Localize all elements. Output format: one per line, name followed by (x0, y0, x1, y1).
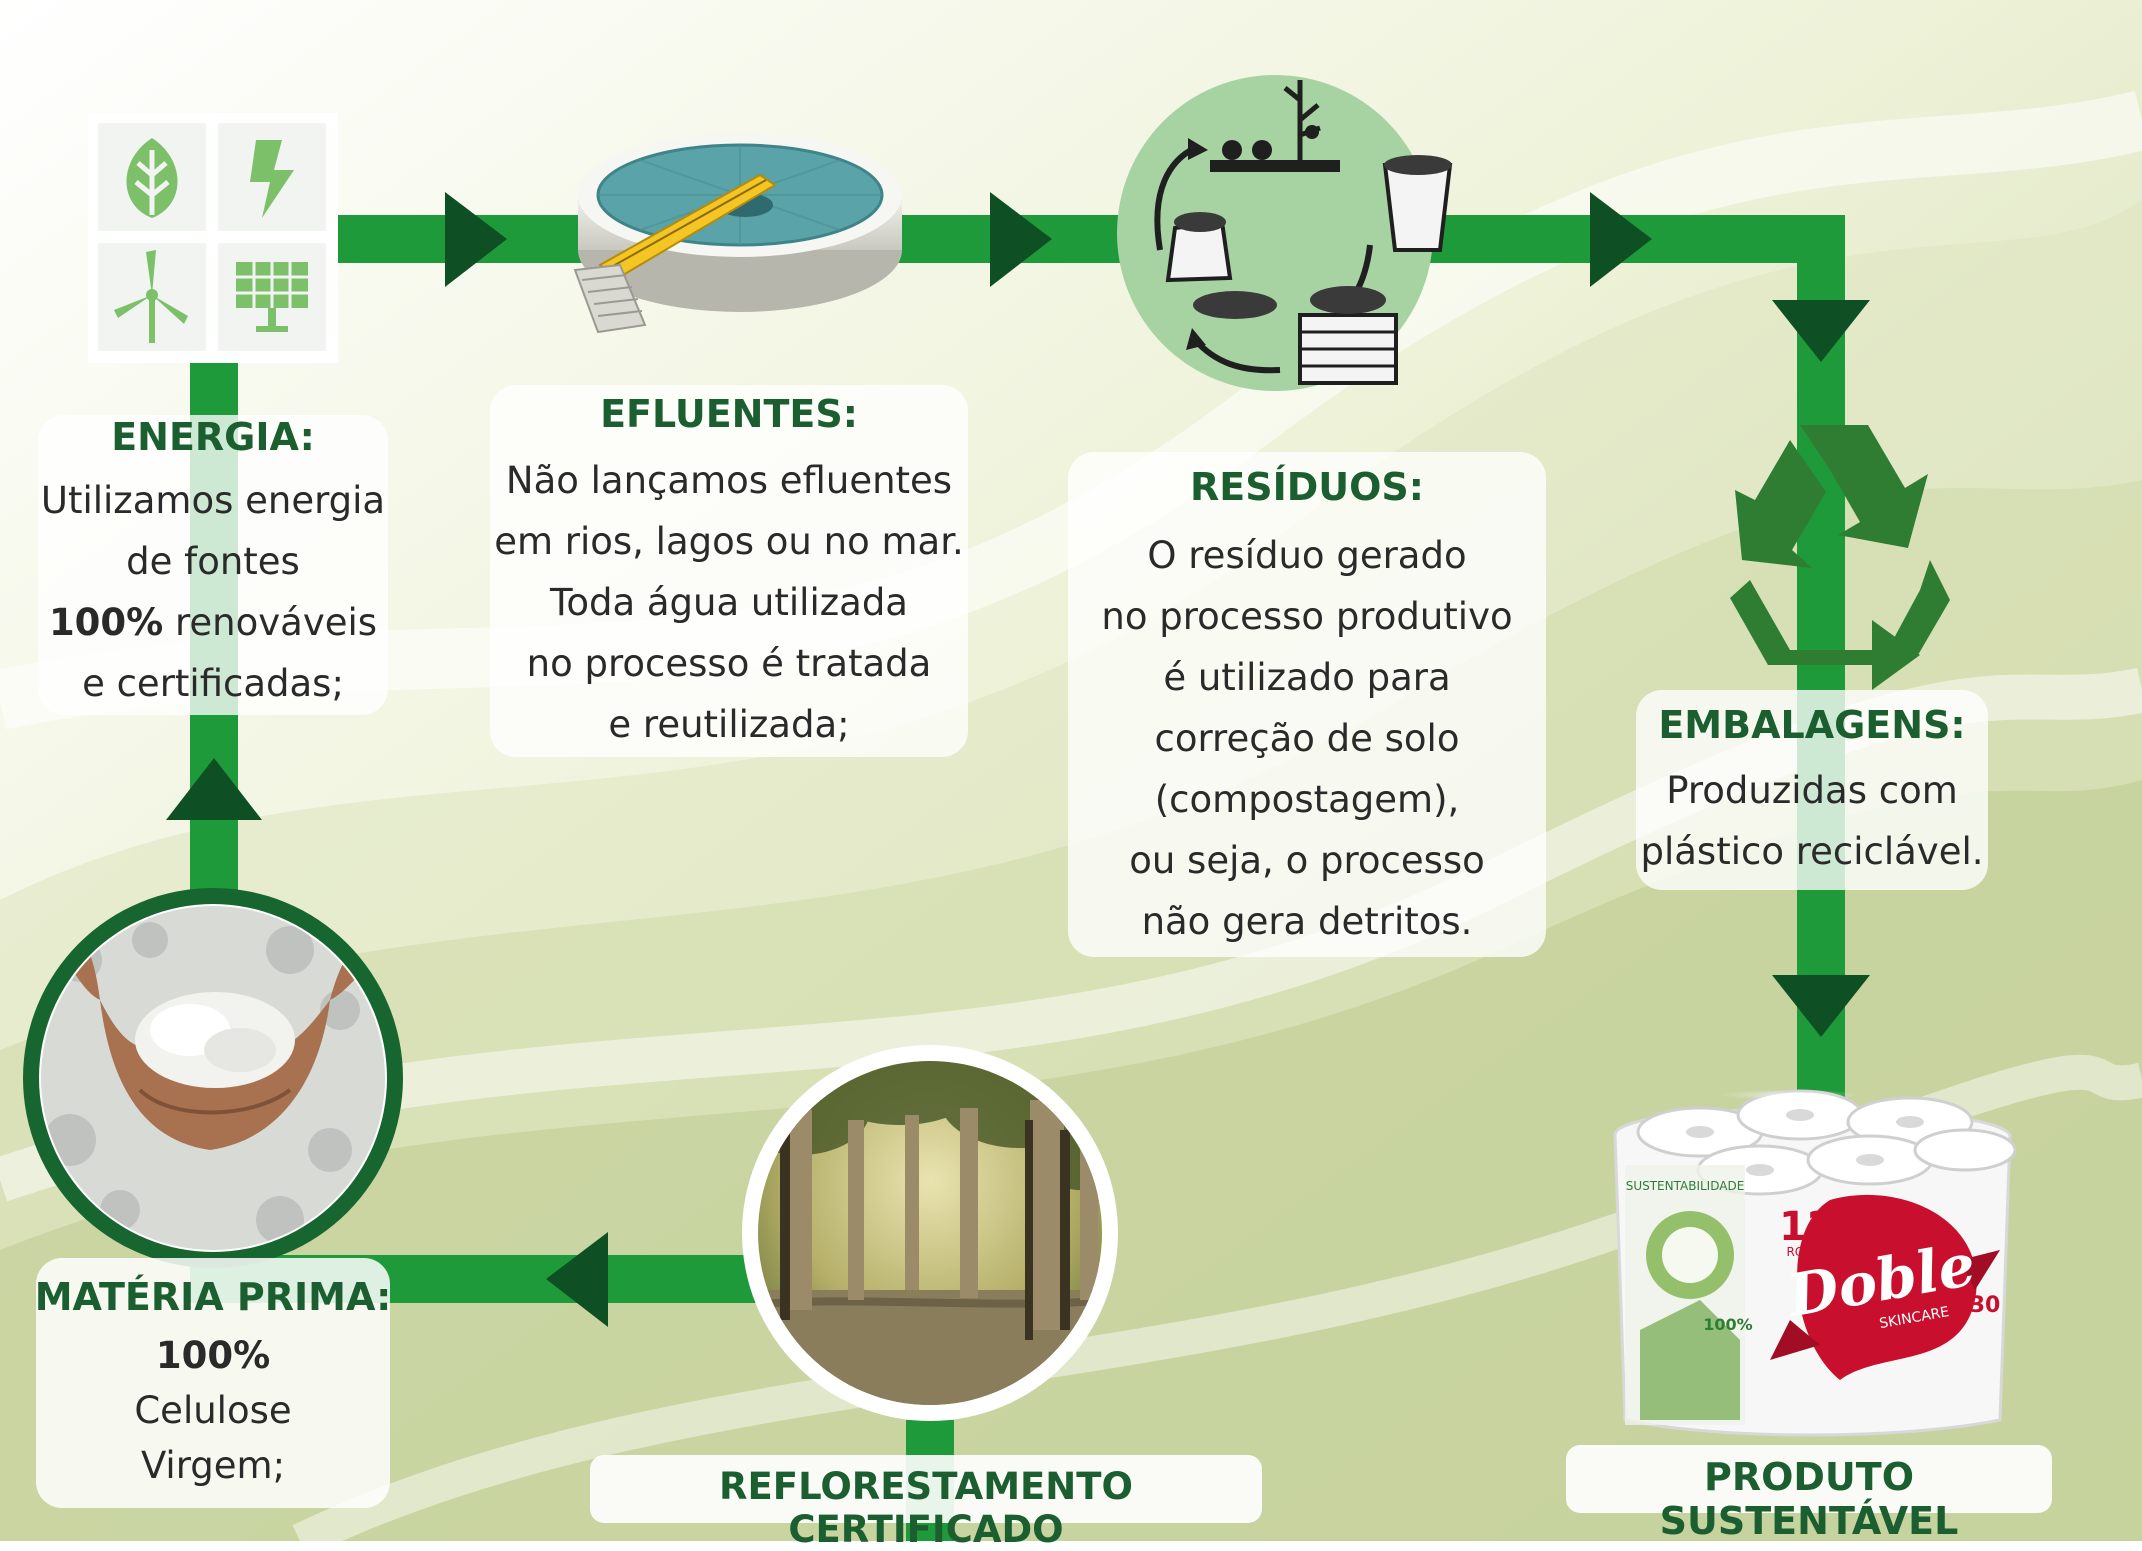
lightning-icon (250, 140, 294, 218)
arrow-down-1 (1772, 300, 1870, 362)
residuos-line-2: no processo produtivo (1101, 595, 1513, 638)
energy-icons-panel (88, 113, 338, 363)
arrow-right-1 (445, 192, 507, 287)
energia-heading: ENERGIA: (111, 415, 315, 459)
product-percent: 100% (1703, 1315, 1752, 1334)
produto-label: PRODUTO SUSTENTÁVEL (1659, 1455, 1959, 1543)
materia-prima-line-2: Celulose (134, 1389, 292, 1432)
solar-panel-icon (236, 262, 308, 332)
efluentes-line-4: no processo é tratada (526, 642, 932, 685)
efluentes-body: Não lançamos efluentes em rios, lagos ou… (480, 450, 978, 755)
materia-prima-line-3: Virgem; (140, 1444, 286, 1487)
materia-prima-line-1: 100% (155, 1334, 271, 1377)
materia-prima-heading: MATÉRIA PRIMA: (34, 1275, 392, 1319)
residuos-heading: RESÍDUOS: (1190, 465, 1424, 509)
residuos-line-4: correção de solo (1154, 717, 1460, 760)
product-meters: 30 (1970, 1293, 2001, 1318)
reflorestamento-label-box (590, 1455, 1262, 1523)
embalagens-line-1: Produzidas com (1666, 769, 1958, 812)
arrow-right-2 (990, 192, 1052, 287)
energia-line-2: de fontes (126, 540, 300, 583)
energia-emphasis: 100% (48, 601, 164, 644)
residuos-line-5: (compostagem), (1154, 778, 1460, 821)
arrow-down-2 (1772, 975, 1870, 1037)
energia-text-box (38, 415, 388, 715)
efluentes-line-2: em rios, lagos ou no mar. (494, 520, 964, 563)
embalagens-body: Produzidas com plástico reciclável. (1616, 760, 2008, 882)
energia-body: Utilizamos energia de fontes 100% renová… (20, 470, 406, 714)
embalagens-text-box (1636, 690, 1988, 890)
arrow-left-1 (546, 1232, 608, 1327)
embalagens-heading: EMBALAGENS: (1658, 703, 1966, 747)
product-rolls-count: 12 (1779, 1204, 1835, 1250)
residuos-line-7: não gera detritos. (1141, 900, 1473, 943)
energia-line-1: Utilizamos energia (40, 479, 386, 522)
hands-holding-cellulose-photo (23, 888, 403, 1268)
efluentes-line-1: Não lançamos efluentes (505, 459, 953, 502)
produto-label-box (1566, 1445, 2052, 1513)
compost-cycle-icon (1117, 75, 1453, 391)
materia-prima-text-box (36, 1258, 390, 1508)
arrow-up-1 (166, 758, 262, 820)
product-rolls-unit: ROLOS (1786, 1245, 1827, 1259)
product-banner: SUSTENTABILIDADE (1626, 1179, 1745, 1193)
efluentes-heading: EFLUENTES: (600, 392, 858, 436)
residuos-body: O resíduo gerado no processo produtivo é… (1058, 525, 1556, 952)
water-treatment-tank-icon (573, 133, 902, 334)
product-package: Doble SKINCARE 12 ROLOS SUSTENTABILIDADE… (1613, 1080, 2017, 1437)
reflorestamento-label: REFLORESTAMENTO CERTIFICADO (719, 1465, 1133, 1551)
energia-line-3: 100% renováveis (20, 592, 406, 653)
materia-prima-body: 100% Celulose Virgem; (36, 1328, 390, 1493)
energia-line-3-text: renováveis (175, 601, 378, 644)
arrow-right-3 (1590, 192, 1652, 287)
energia-line-4: e certificadas; (82, 662, 344, 705)
recycle-icon (1730, 425, 1950, 690)
efluentes-text-box (490, 385, 968, 757)
wind-turbine-icon (114, 250, 188, 343)
leaf-icon (126, 138, 178, 218)
efluentes-line-5: e reutilizada; (608, 703, 850, 746)
residuos-line-1: O resíduo gerado (1147, 534, 1467, 577)
residuos-text-box (1068, 452, 1546, 957)
residuos-line-6: ou seja, o processo (1129, 839, 1485, 882)
residuos-line-3: é utilizado para (1163, 656, 1451, 699)
embalagens-line-2: plástico reciclável. (1640, 830, 1984, 873)
efluentes-line-3: Toda água utilizada (550, 581, 908, 624)
flow-arrows (166, 192, 1870, 1327)
